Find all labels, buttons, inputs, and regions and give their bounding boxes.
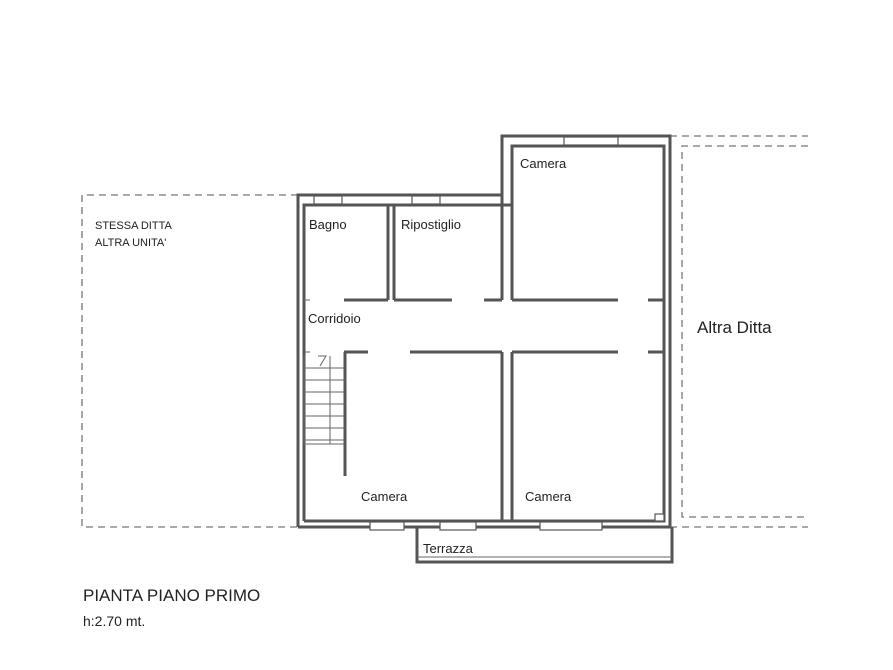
neighbor-left-label-line2: ALTRA UNITA' — [95, 237, 166, 249]
staircase — [303, 355, 345, 444]
interior-walls — [304, 195, 664, 521]
exterior-walls — [296, 134, 672, 529]
room-label-camera-top: Camera — [520, 156, 567, 171]
room-label-corridoio: Corridoio — [308, 311, 361, 326]
neighbor-left-label-line1: STESSA DITTA — [95, 220, 172, 232]
plan-height-note: h:2.70 mt. — [83, 613, 146, 629]
neighbor-left-outline — [81, 194, 298, 528]
neighbor-right-label: Altra Ditta — [697, 318, 772, 337]
plan-title: PIANTA PIANO PRIMO — [83, 586, 261, 605]
room-label-ripostiglio: Ripostiglio — [401, 217, 461, 232]
room-label-bagno: Bagno — [309, 217, 347, 232]
room-label-terrazza: Terrazza — [423, 541, 474, 556]
terrazza-outline — [415, 527, 674, 564]
room-label-camera-bottom-left: Camera — [361, 489, 408, 504]
windows — [313, 136, 665, 531]
room-label-camera-bottom-right: Camera — [525, 489, 572, 504]
